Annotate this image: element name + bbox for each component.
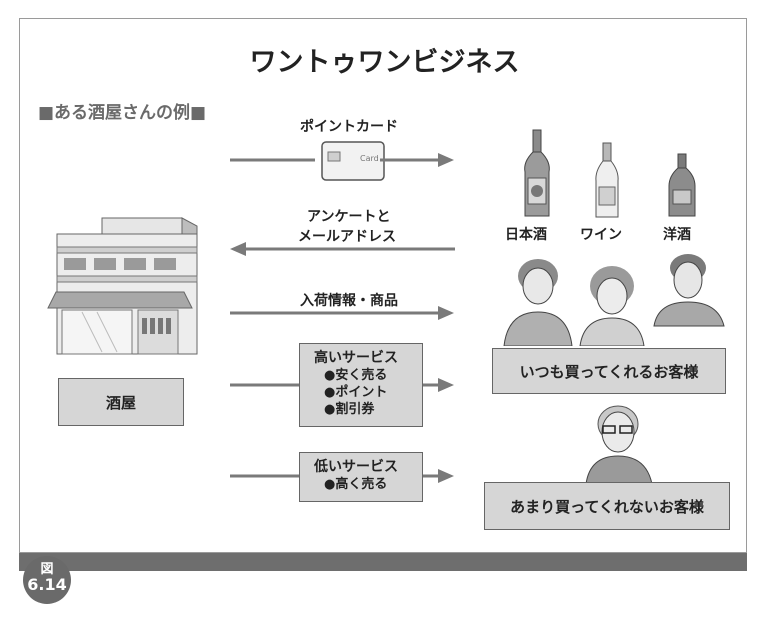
low-service-box: 低いサービス ●高く売る (299, 452, 423, 502)
occasional-customers-label: あまり買ってくれないお客様 (510, 497, 704, 516)
arrow-survey (230, 242, 455, 256)
loyal-customers-icon (503, 254, 725, 346)
low-service-title: 低いサービス (314, 459, 398, 475)
bottom-bar (19, 553, 747, 571)
point-card-icon: Card (321, 141, 385, 181)
arrow-point-card (230, 153, 454, 167)
arrow-arrival (230, 306, 454, 320)
figure-label: 図 (40, 562, 54, 577)
page-title: ワントゥワンビジネス (249, 47, 520, 78)
loyal-customers-label: いつも買ってくれるお客様 (519, 362, 699, 381)
arrow-low-service (230, 469, 454, 483)
point-card-label: ポイントカード (300, 119, 398, 135)
liquor-store-icon (47, 217, 198, 355)
store-box: 酒屋 (58, 378, 184, 426)
survey-label-line2: メールアドレス (298, 229, 396, 245)
figure-badge: 図 6.14 (23, 556, 71, 604)
high-service-item: ●安く売る (324, 368, 388, 383)
product-label-wine: ワイン (580, 227, 622, 243)
subtitle: ■ある酒屋さんの例■ (38, 103, 207, 123)
high-service-title: 高いサービス (314, 350, 398, 366)
occasional-customers-box: あまり買ってくれないお客様 (484, 482, 730, 530)
figure-number: 6.14 (27, 574, 67, 594)
western-liquor-bottle-icon (668, 153, 696, 217)
product-label-sake: 日本酒 (505, 227, 547, 243)
arrow-high-service (230, 378, 454, 392)
survey-label-line1: アンケートと (307, 209, 391, 225)
loyal-customers-box: いつも買ってくれるお客様 (492, 348, 726, 394)
wine-bottle-icon (595, 142, 619, 218)
sake-bottle-icon (524, 129, 550, 217)
low-service-item: ●高く売る (324, 477, 388, 492)
occasional-customer-icon (585, 405, 653, 484)
store-label: 酒屋 (105, 393, 136, 412)
arrival-label: 入荷情報・商品 (300, 293, 398, 309)
product-label-liquor: 洋酒 (663, 227, 691, 243)
high-service-box: 高いサービス ●安く売る ●ポイント ●割引券 (299, 343, 423, 427)
high-service-item: ●割引券 (324, 402, 375, 417)
card-text: Card (360, 154, 379, 163)
high-service-item: ●ポイント (324, 385, 388, 400)
